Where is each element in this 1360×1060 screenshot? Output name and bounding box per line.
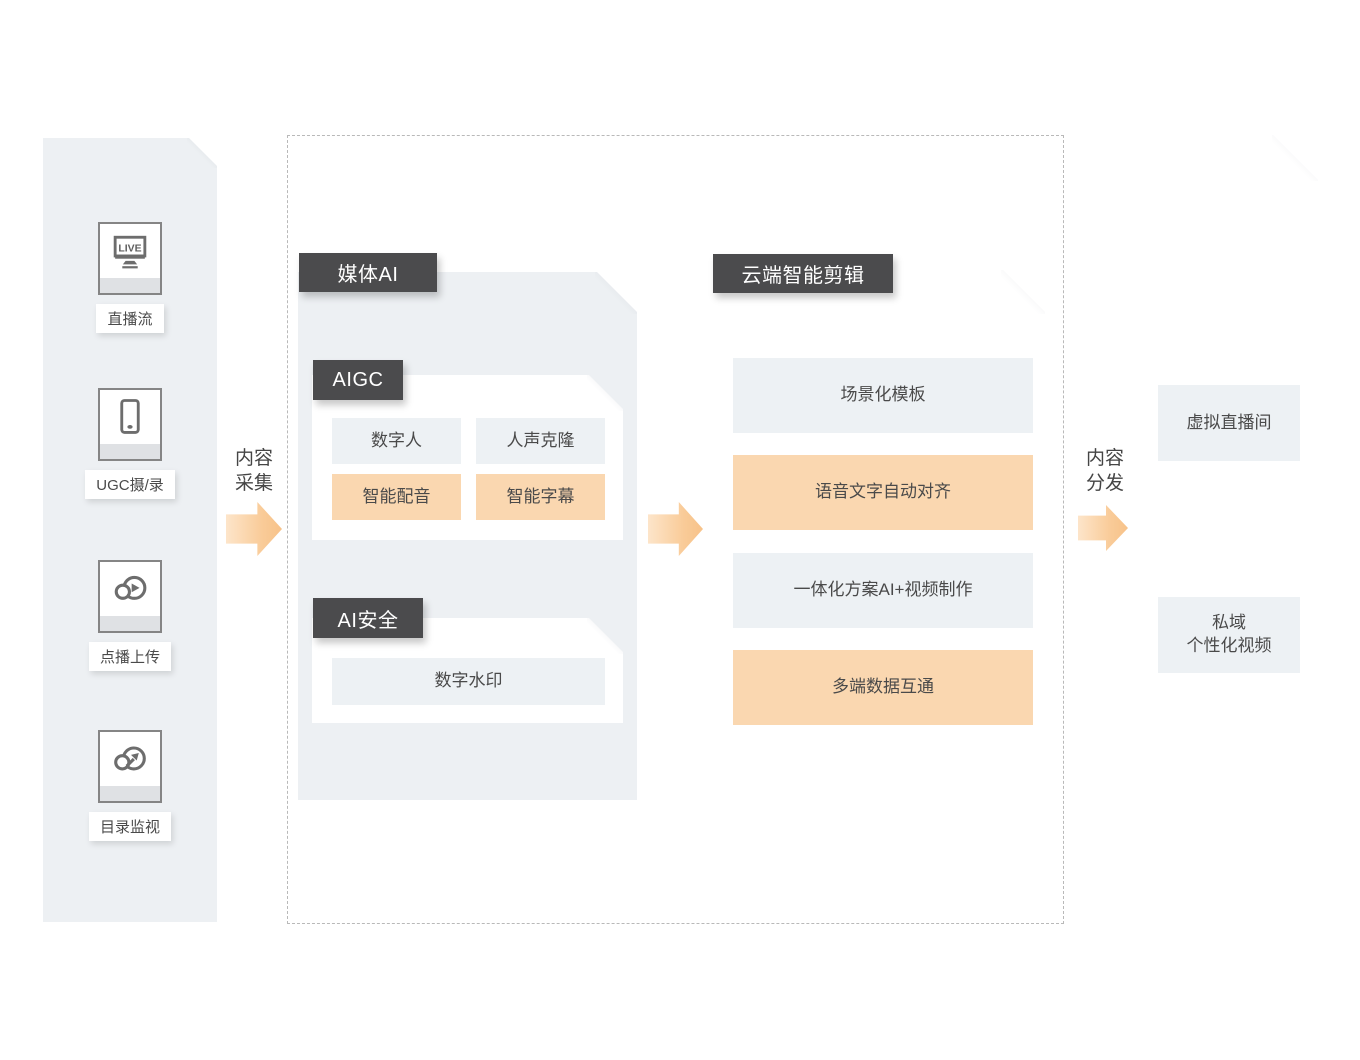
ai-security-title: AI安全: [313, 598, 423, 638]
aigc-chip: 人声克隆: [476, 418, 605, 464]
cloud-editing-title: 云端智能剪辑: [713, 254, 893, 293]
collect-arrow-icon: [226, 502, 282, 556]
source-item-ugc: UGC摄/录: [43, 388, 217, 499]
cloud-editing-row: 一体化方案AI+视频制作: [733, 553, 1033, 628]
source-item-live-stream: LIVE 直播流: [43, 222, 217, 333]
cloud-editing-row: 多端数据互通: [733, 650, 1033, 725]
output-panel: 虚拟直播间 私域 个性化视频: [1140, 135, 1318, 922]
live-monitor-icon: LIVE: [98, 222, 162, 295]
cloud-arrow-icon: [98, 730, 162, 803]
source-label: UGC摄/录: [85, 470, 175, 499]
ai-security-card: 数字水印: [312, 618, 623, 723]
icon-box-strip: [100, 616, 160, 631]
smartphone-icon: [98, 388, 162, 461]
cloud-editing-row: 语音文字自动对齐: [733, 455, 1033, 530]
distribute-arrow-caption: 内容 分发: [1085, 448, 1124, 495]
output-chip: 虚拟直播间: [1158, 385, 1300, 461]
output-chip: 私域 个性化视频: [1158, 597, 1300, 673]
source-item-vod-upload: 点播上传: [43, 560, 217, 671]
folded-corner: [1272, 135, 1318, 181]
aigc-title: AIGC: [313, 360, 403, 400]
folded-corner: [187, 138, 217, 168]
cloud-editing-row: 场景化模板: [733, 358, 1033, 433]
aigc-chip: 数字人: [332, 418, 461, 464]
source-label: 点播上传: [89, 642, 171, 671]
source-label: 目录监视: [89, 812, 171, 841]
aigc-chip: 智能配音: [332, 474, 461, 520]
icon-box-strip: [100, 278, 160, 293]
processing-region-border: [287, 135, 1064, 924]
icon-box-strip: [100, 786, 160, 801]
svg-text:LIVE: LIVE: [118, 244, 141, 255]
aigc-chip: 智能字幕: [476, 474, 605, 520]
source-label: 直播流: [96, 304, 163, 333]
source-panel: LIVE 直播流 UGC摄/录: [43, 138, 217, 922]
icon-box-strip: [100, 444, 160, 459]
cloud-editing-card: 场景化模板 语音文字自动对齐 一体化方案AI+视频制作 多端数据互通: [712, 270, 1045, 803]
collect-arrow-caption: 内容 采集: [234, 448, 273, 495]
cloud-play-icon: [98, 560, 162, 633]
distribute-arrow-icon: [1078, 505, 1128, 551]
media-ai-title: 媒体AI: [299, 253, 437, 292]
ai-security-chip: 数字水印: [332, 658, 605, 705]
source-item-directory-watch: 目录监视: [43, 730, 217, 841]
